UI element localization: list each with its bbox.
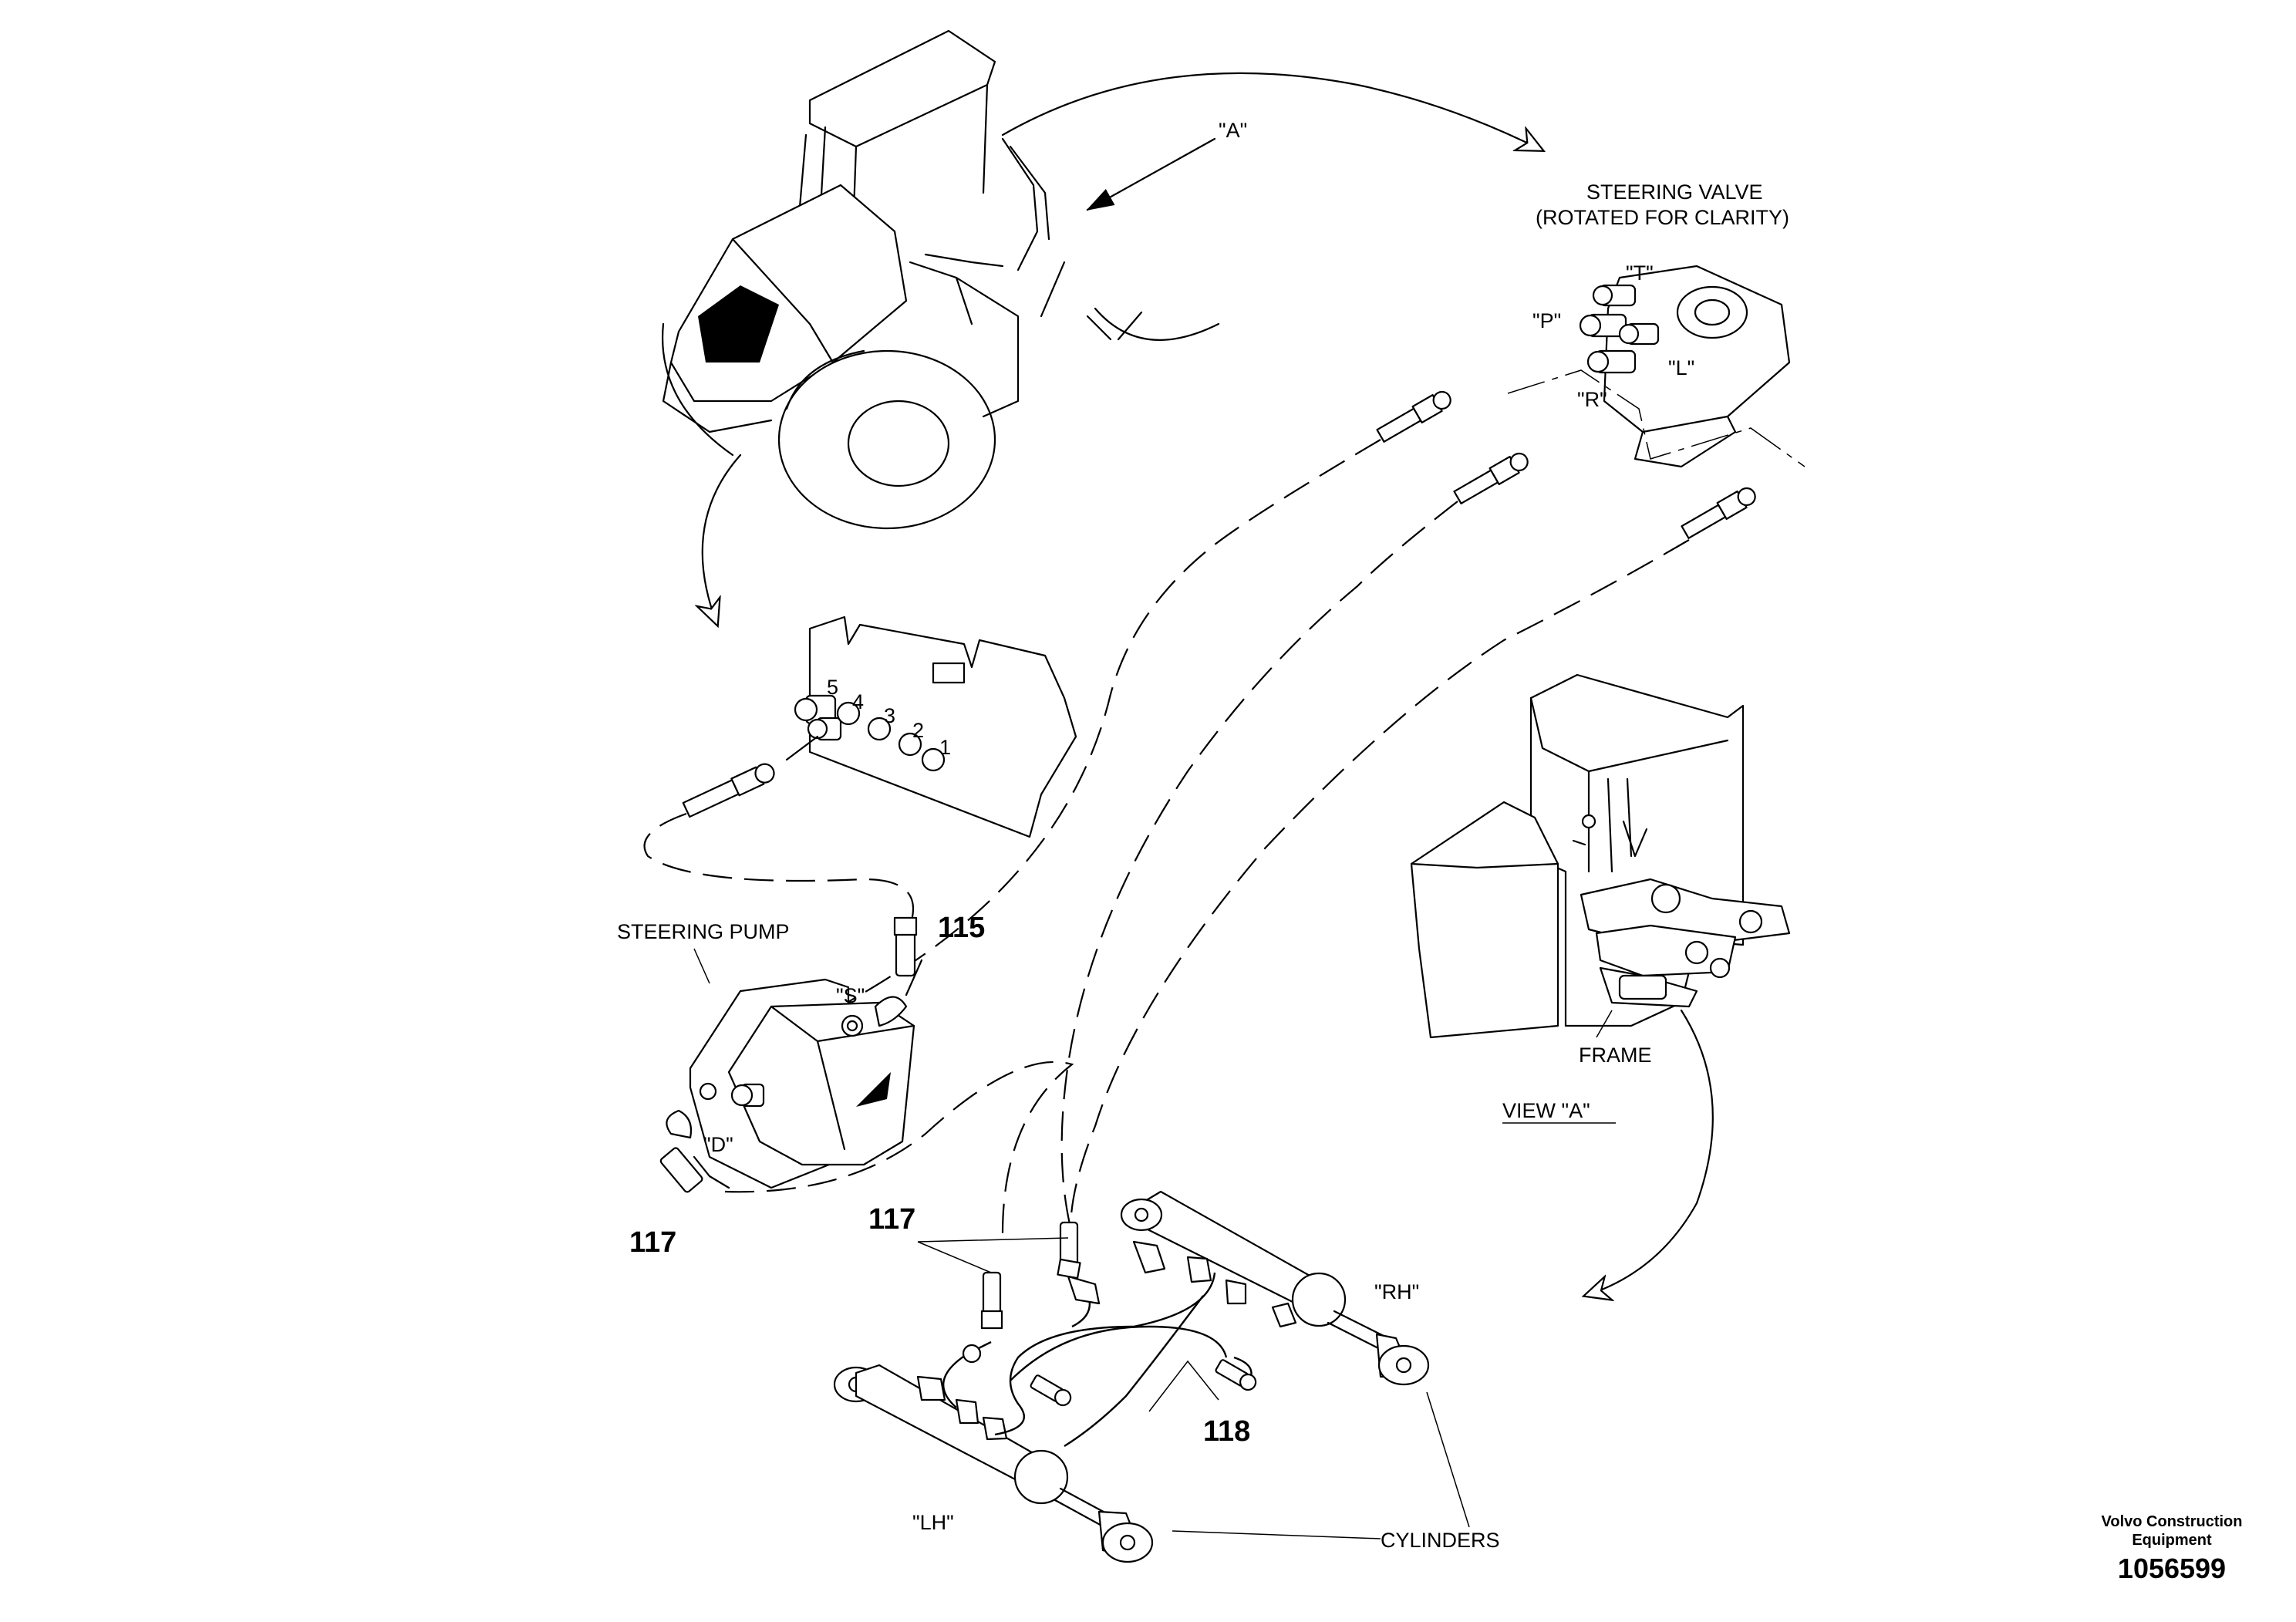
port-4-label: 4 <box>852 690 864 713</box>
part-number-118: 118 <box>1203 1415 1250 1448</box>
valve-port-t <box>1592 284 1637 307</box>
port-3-label: 3 <box>884 704 895 727</box>
port-t-label: "T" <box>1626 261 1654 285</box>
frame-to-cylinder-arrow <box>1585 1009 1714 1296</box>
port-5-label: 5 <box>827 676 838 699</box>
port-r-label: "R" <box>1577 388 1607 411</box>
port-2-label: 2 <box>912 719 924 742</box>
port-p-label: "P" <box>1532 309 1561 332</box>
part-number-115: 115 <box>938 912 985 944</box>
valve-port-l <box>1618 322 1660 346</box>
part-118-leader <box>1148 1360 1219 1412</box>
valve-block-bracket <box>682 615 1077 838</box>
valve-hose-fittings <box>1376 390 1756 539</box>
steering-valve-subtitle: (ROTATED FOR CLARITY) <box>1536 206 1789 229</box>
valve-port-r <box>1586 349 1637 374</box>
port-1-label: 1 <box>939 736 951 759</box>
steering-valve <box>1507 265 1805 468</box>
port-d-label: "D" <box>703 1133 733 1156</box>
cylinder-lh <box>833 1364 1154 1563</box>
document-number: 1056599 <box>2118 1553 2226 1584</box>
brand-line-2: Equipment <box>2132 1532 2212 1549</box>
steering-valve-title: STEERING VALVE <box>1586 180 1763 204</box>
rh-label: "RH" <box>1374 1280 1419 1303</box>
roller-machine-illustration <box>662 29 1542 625</box>
part-number-117-pump: 117 <box>629 1226 676 1259</box>
steering-pump-label: STEERING PUMP <box>617 920 790 943</box>
view-callout-label: "A" <box>1219 119 1247 142</box>
cylinders-leader <box>1172 1391 1470 1539</box>
frame-view-a <box>1410 673 1791 1039</box>
part-117-leader <box>917 1237 1069 1273</box>
valve-port-p <box>1579 313 1627 338</box>
cylinder-hoses <box>942 1221 1257 1448</box>
view-a-label: VIEW "A" <box>1502 1099 1590 1122</box>
frame-leader <box>1596 1010 1613 1038</box>
lh-label: "LH" <box>912 1511 954 1534</box>
part-number-117-cylinder: 117 <box>868 1203 915 1236</box>
cylinder-rh <box>1120 1190 1430 1386</box>
frame-label: FRAME <box>1579 1044 1652 1067</box>
port-l-label: "L" <box>1668 356 1694 379</box>
steering-pump-leader <box>693 948 710 984</box>
cylinders-label: CYLINDERS <box>1381 1529 1500 1552</box>
hose-routing <box>643 439 1690 1250</box>
steering-pump <box>659 916 923 1193</box>
brand-line-1: Volvo Construction <box>2102 1513 2243 1530</box>
port-s-label: "S" <box>836 984 865 1007</box>
